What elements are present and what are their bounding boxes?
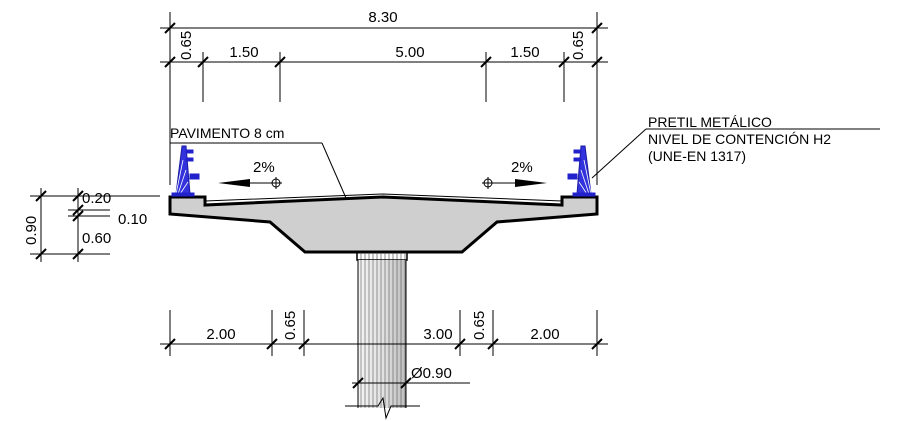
dim-total-width: 8.30 — [368, 9, 397, 26]
slope-left: 2% — [218, 159, 282, 189]
pavement-label: PAVIMENTO 8 cm — [170, 125, 284, 141]
dim-bottom-right: 2.00 — [530, 326, 559, 343]
dim-side-left: 1.50 — [229, 44, 258, 61]
slope-right: 2% — [482, 159, 547, 189]
pier-diameter-label: Ø0.90 — [411, 365, 452, 382]
dim-bottom-center: 3.00 — [423, 326, 452, 343]
pier-bearing — [356, 251, 408, 261]
railing-label-line2: NIVEL DE CONTENCIÓN H2 — [648, 131, 831, 147]
slope-right-label: 2% — [511, 159, 533, 176]
dim-depth-top: 0.20 — [82, 190, 111, 207]
railing-callout: PRETIL METÁLICO NIVEL DE CONTENCIÓN H2 (… — [591, 114, 880, 179]
left-dimensions: 0.90 0.20 0.10 0.60 — [23, 188, 160, 262]
deck-section — [168, 193, 599, 261]
railing-left — [171, 145, 200, 197]
dim-side-right: 1.50 — [510, 44, 539, 61]
dim-bottom-gap-left: 0.65 — [282, 311, 299, 340]
dim-depth-total: 0.90 — [23, 216, 40, 245]
dim-depth-bottom: 0.60 — [82, 230, 111, 247]
pavement-layer — [204, 193, 563, 202]
railing-label-line1: PRETIL METÁLICO — [648, 114, 772, 130]
pier: Ø0.90 — [345, 260, 470, 420]
dim-edge-right: 0.65 — [570, 31, 587, 60]
railing-label-line3: (UNE-EN 1317) — [648, 148, 746, 164]
dim-depth-mid: 0.10 — [118, 211, 147, 228]
dim-edge-left: 0.65 — [178, 31, 195, 60]
dim-bottom-left: 2.00 — [206, 326, 235, 343]
dim-center: 5.00 — [395, 44, 424, 61]
railing-right — [567, 145, 596, 197]
pavement-callout: PAVIMENTO 8 cm — [170, 125, 347, 199]
top-dimensions: 8.30 0.65 1.50 5.00 1.50 0.65 — [160, 9, 608, 185]
pier-break-line — [345, 396, 420, 420]
dim-bottom-gap-right: 0.65 — [471, 311, 488, 340]
slope-left-label: 2% — [253, 159, 275, 176]
bottom-dimensions: 2.00 0.65 3.00 0.65 2.00 — [160, 310, 608, 356]
deck-concrete — [168, 195, 599, 254]
